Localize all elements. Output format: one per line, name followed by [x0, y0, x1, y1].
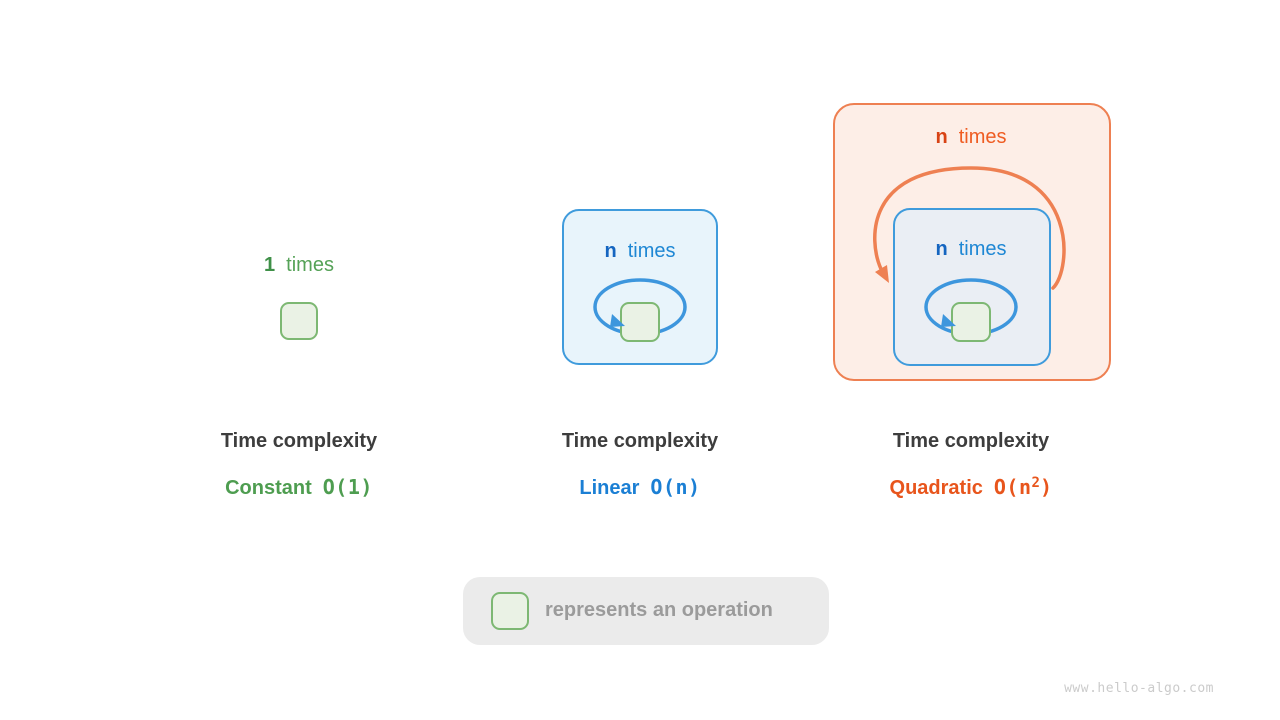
- complexity-kind: Quadratic: [889, 477, 983, 499]
- watermark: www.hello-algo.com: [1064, 681, 1214, 696]
- legend-label: represents an operation: [545, 599, 773, 621]
- operation-box: [951, 302, 991, 342]
- arrowhead-icon: [610, 314, 625, 327]
- outer-loop-arrow: [873, 166, 1066, 290]
- loop-count-word: times: [286, 254, 334, 276]
- big-o-notation: O(n2): [993, 475, 1053, 499]
- operation-box: [620, 302, 660, 342]
- constant-caption-title: Time complexity: [220, 430, 378, 452]
- quadratic-caption-title: Time complexity: [892, 430, 1050, 452]
- constant-caption-complexity: Constant O(1): [169, 474, 429, 503]
- quadratic-caption-complexity: Quadratic O(n2): [841, 474, 1101, 503]
- loop-count-value: n: [604, 240, 617, 262]
- loop-count-word: times: [958, 126, 1007, 148]
- legend: represents an operation: [463, 577, 829, 645]
- big-o-notation: O(1): [322, 475, 373, 499]
- linear-caption-title: Time complexity: [561, 430, 719, 452]
- arrowhead-icon: [875, 265, 889, 283]
- quadratic-inner-loop-graphic: [924, 278, 1018, 342]
- linear-loop-graphic: [593, 278, 687, 342]
- big-o-notation: O(n): [650, 475, 701, 499]
- loop-count-word: times: [627, 240, 676, 262]
- loop-count-value: n: [935, 126, 948, 148]
- loop-count-value: n: [935, 238, 948, 260]
- linear-caption-complexity: Linear O(n): [510, 474, 770, 503]
- complexity-kind: Constant: [225, 477, 312, 499]
- loop-count-value: 1: [264, 254, 276, 276]
- constant-loop-count-label: 1 times: [199, 253, 399, 277]
- quadratic-outer-loop-graphic: [873, 166, 1066, 290]
- legend-operation-box: [491, 592, 529, 630]
- constant-operation-box: [280, 302, 318, 340]
- arrowhead-icon: [941, 314, 956, 327]
- loop-count-word: times: [958, 238, 1007, 260]
- complexity-kind: Linear: [579, 477, 640, 499]
